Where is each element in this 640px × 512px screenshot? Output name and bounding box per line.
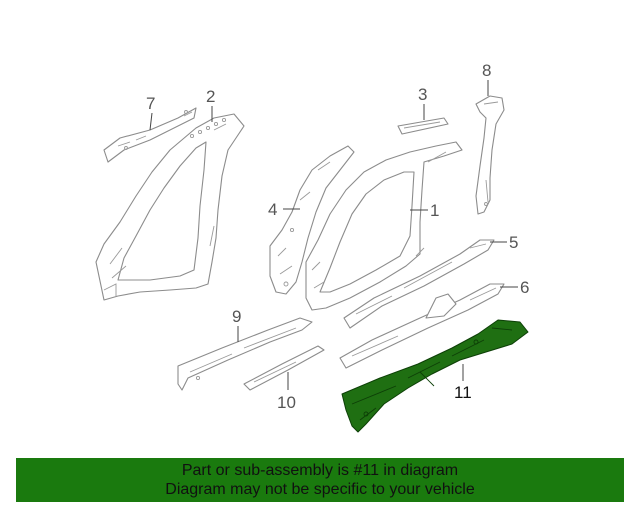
callout-7: 7 [146,94,155,113]
part-6-rocker-inner [339,283,505,369]
part-2-front-pillar-panel [95,113,245,301]
callout-4: 4 [268,200,277,219]
part-4-hinge-pillar [269,145,355,295]
callout-5: 5 [509,233,518,252]
part-8-b-pillar [475,95,505,215]
part-10-sill-piece [243,345,325,391]
info-banner: Part or sub-assembly is #11 in diagram D… [16,458,624,502]
callout-8: 8 [482,61,491,80]
parts-diagram: 7 2 3 8 4 1 5 6 9 10 11 [95,61,529,433]
part-5-rocker-outer [343,239,495,329]
part-1-body-side-panel [305,141,463,311]
part-3-bracket [397,117,449,135]
callout-10: 10 [277,393,296,412]
callout-2: 2 [206,87,215,106]
callout-3: 3 [418,85,427,104]
part-9-sill-reinforcement [177,317,313,391]
callout-1: 1 [430,201,439,220]
callout-6: 6 [520,278,529,297]
banner-line-2: Diagram may not be specific to your vehi… [165,481,475,498]
callout-9: 9 [232,307,241,326]
part-11-side-rail-highlighted [341,319,529,433]
banner-line-1: Part or sub-assembly is #11 in diagram [181,462,459,479]
part-7-reinforcement [103,107,197,163]
callout-11: 11 [454,383,472,402]
leader-lines [149,80,518,390]
